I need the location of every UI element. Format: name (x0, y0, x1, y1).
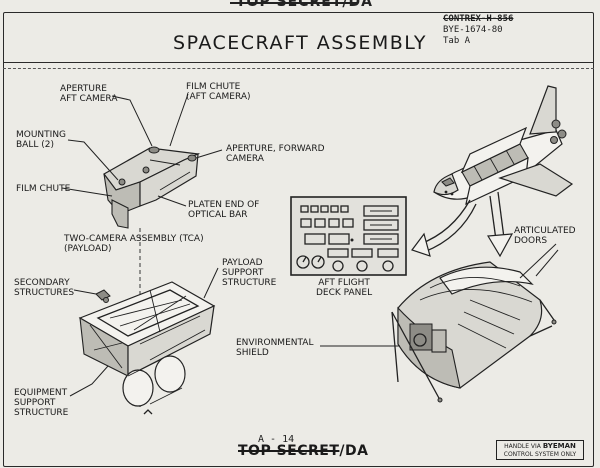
tab-label: Tab A (443, 36, 471, 46)
label-platen-end: PLATEN END OF OPTICAL BAR (188, 200, 260, 220)
handle-line1: HANDLE VIA (504, 443, 541, 450)
label-aperture-aft-camera: APERTURE AFT CAMERA (60, 84, 118, 104)
label-aft-flight-deck-panel: AFT FLIGHT DECK PANEL (316, 278, 373, 298)
classification-struck: TOP SECRET (238, 443, 340, 459)
label-secondary-structures: SECONDARY STRUCTURES (14, 278, 75, 298)
page-title: SPACECRAFT ASSEMBLY (173, 32, 427, 54)
leader-lines (61, 93, 559, 397)
page-border (3, 12, 594, 467)
control-block: CONTREX-H-856 BYE-1674-80 Tab A (443, 14, 513, 47)
handle-line2: CONTROL SYSTEM ONLY (503, 451, 577, 458)
space-shuttle-orbiter (433, 85, 574, 206)
two-camera-assembly (103, 146, 201, 229)
header-rule-dashed (3, 68, 594, 69)
payload-support-structure (78, 281, 216, 377)
top-marking-strike (230, 2, 358, 4)
label-articulated-doors: ARTICULATED DOORS (514, 226, 576, 246)
secondary-structures-part (95, 289, 111, 303)
control-number: CONTREX-H-856 (443, 14, 514, 24)
shuttle-to-payload-arrows (411, 191, 514, 258)
label-aperture-forward-camera: APERTURE, FORWARD CAMERA (226, 144, 325, 164)
environmental-shield-assembly (391, 261, 557, 403)
label-environmental-shield: ENVIRONMENTAL SHIELD (236, 338, 314, 358)
page-number: A - 14 (258, 434, 295, 445)
label-mounting-ball: MOUNTING BALL (2) (16, 130, 67, 150)
handling-caveat-box: HANDLE VIA BYEMAN CONTROL SYSTEM ONLY (496, 440, 584, 460)
header-rule (3, 62, 594, 63)
handle-system: BYEMAN (542, 442, 576, 450)
label-film-chute-aft-camera: FILM CHUTE (AFT CAMERA) (186, 82, 251, 102)
label-equipment-support-structure: EQUIPMENT SUPPORT STRUCTURE (14, 388, 69, 418)
document-number: BYE-1674-80 (443, 25, 503, 35)
label-payload-support-structure: PAYLOAD SUPPORT STRUCTURE (222, 258, 277, 288)
label-film-chute: FILM CHUTE (16, 184, 71, 194)
aft-flight-deck-panel-drawing (290, 196, 407, 276)
equipment-support-structure (122, 355, 186, 415)
label-two-camera-assembly: TWO-CAMERA ASSEMBLY (TCA) (PAYLOAD) (64, 234, 204, 254)
classification-suffix: /DA (339, 443, 369, 459)
top-classification-marking: TOP SECRET/DA (236, 0, 373, 10)
footer-classification: TOP SECRET/DA (238, 443, 368, 459)
